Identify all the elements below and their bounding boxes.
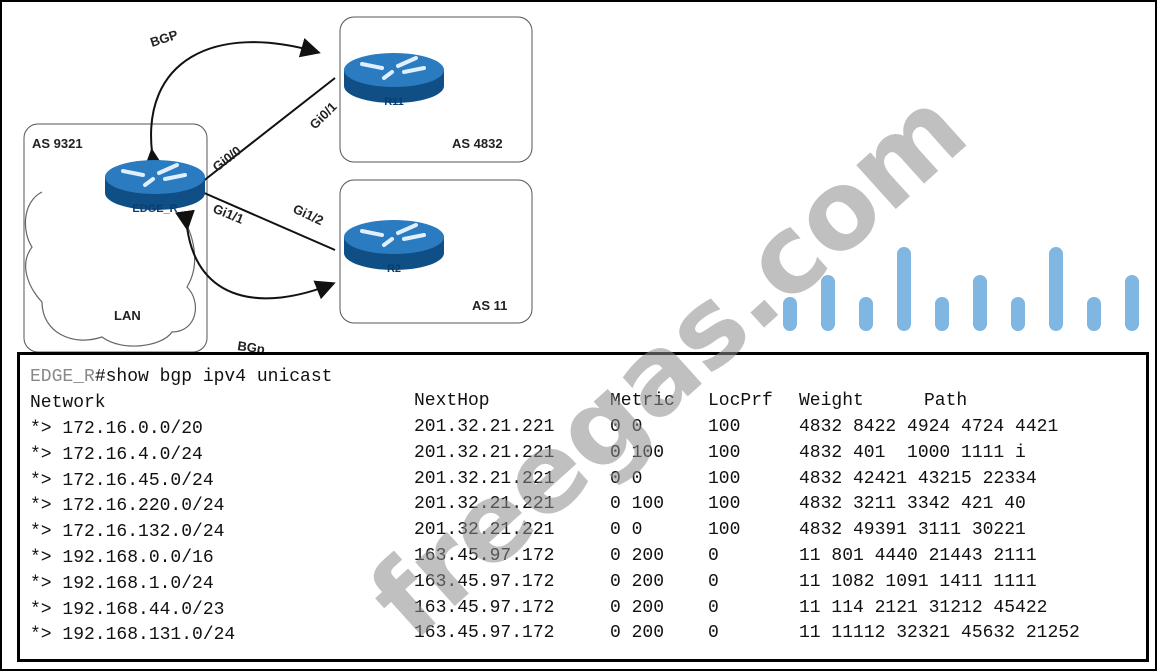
row-nexthop: 201.32.21.221 <box>414 442 555 463</box>
row-locprf: 0 <box>708 571 719 592</box>
row-nexthop: 163.45.97.172 <box>414 623 555 644</box>
row-metric: 0 200 <box>610 597 665 618</box>
row-nexthop: 163.45.97.172 <box>414 571 555 592</box>
row-network: *> 172.16.4.0/24 <box>30 444 203 465</box>
bgp-session-arrow-r2 <box>174 209 336 300</box>
row-locprf: 100 <box>708 468 741 489</box>
row-metric: 0 200 <box>610 623 665 644</box>
row-locprf: 0 <box>708 623 719 644</box>
row-network: *> 172.16.0.0/20 <box>30 419 203 439</box>
as-4832-label: AS 4832 <box>452 136 503 151</box>
row-network: *> 192.168.1.0/24 <box>30 573 214 594</box>
interface-gi1-2-label: Gi1/2 <box>291 201 326 228</box>
header-metric: Metric <box>610 391 675 411</box>
row-metric: 0 100 <box>610 494 665 515</box>
header-weight: Weight <box>799 391 864 411</box>
row-locprf: 100 <box>708 442 741 463</box>
row-network: *> 192.168.44.0/23 <box>30 599 225 620</box>
prompt-hostname: EDGE_R <box>30 367 95 387</box>
row-nexthop: 163.45.97.172 <box>414 546 555 566</box>
row-network: *> 172.16.132.0/24 <box>30 522 225 543</box>
row-locprf: 100 <box>708 494 741 515</box>
row-path: 11 1082 1091 1411 1111 <box>799 571 1037 592</box>
row-path: 4832 42421 43215 22334 <box>799 468 1037 489</box>
cli-prompt: EDGE_R#show bgp ipv4 unicast <box>30 367 332 387</box>
interface-gi1-1-label: Gi1/1 <box>211 201 246 227</box>
as-11-box <box>339 179 533 324</box>
as-4832-box <box>339 16 533 163</box>
row-locprf: 100 <box>708 520 741 541</box>
row-metric: 0 200 <box>610 571 665 592</box>
row-nexthop: 201.32.21.221 <box>414 494 555 515</box>
lan-label: LAN <box>114 308 141 323</box>
row-path: 11 11112 32321 45632 21252 <box>799 623 1080 644</box>
row-metric: 0 200 <box>610 546 665 566</box>
row-metric: 0 0 <box>610 468 643 489</box>
row-nexthop: 201.32.21.221 <box>414 520 555 541</box>
row-path: 4832 401 1000 1111 i <box>799 442 1026 463</box>
row-network: *> 192.168.131.0/24 <box>30 625 236 646</box>
row-path: 11 801 4440 21443 2111 <box>799 546 1037 566</box>
as-9321-label: AS 9321 <box>32 136 83 151</box>
row-metric: 0 0 <box>610 520 643 541</box>
prompt-command: #show bgp ipv4 unicast <box>94 367 333 387</box>
row-nexthop: 201.32.21.221 <box>414 417 555 437</box>
router-r11-label: R11 <box>384 96 404 108</box>
header-locprf: LocPrf <box>708 391 773 411</box>
bgp-bottom-label: BGp <box>237 338 266 354</box>
row-network: *> 172.16.45.0/24 <box>30 470 214 491</box>
as-11-label: AS 11 <box>472 298 507 313</box>
row-path: 4832 3211 3342 421 40 <box>799 494 1026 515</box>
row-locprf: 100 <box>708 417 741 437</box>
interface-gi0-0-label: Gi0/0 <box>210 143 244 174</box>
row-path: 11 114 2121 31212 45422 <box>799 597 1048 618</box>
router-r2-label: R2 <box>387 263 401 275</box>
header-network: Network <box>30 393 106 413</box>
row-nexthop: 201.32.21.221 <box>414 468 555 489</box>
lan-cloud-icon <box>24 191 196 347</box>
bgp-top-label: BGP <box>148 27 180 50</box>
cli-output-panel: EDGE_R#show bgp ipv4 unicast Network Nex… <box>17 352 1149 662</box>
row-nexthop: 163.45.97.172 <box>414 597 555 618</box>
row-locprf: 0 <box>708 546 719 566</box>
row-network: *> 192.168.0.0/16 <box>30 548 214 568</box>
row-locprf: 0 <box>708 597 719 618</box>
row-metric: 0 0 <box>610 417 643 437</box>
network-topology-diagram: AS 9321 AS 4832 AS 11 LAN BGP BGp Gi0/0 … <box>23 16 533 354</box>
row-path: 4832 8422 4924 4724 4421 <box>799 417 1059 437</box>
header-nexthop: NextHop <box>414 391 490 411</box>
row-metric: 0 100 <box>610 442 665 463</box>
row-path: 4832 49391 3111 30221 <box>799 520 1026 541</box>
row-network: *> 172.16.220.0/24 <box>30 496 225 517</box>
bgp-session-arrow-r11 <box>143 37 321 169</box>
interface-gi0-1-label: Gi0/1 <box>307 99 340 132</box>
header-path: Path <box>924 391 968 411</box>
router-edge-r-label: EDGE_R <box>132 203 177 215</box>
